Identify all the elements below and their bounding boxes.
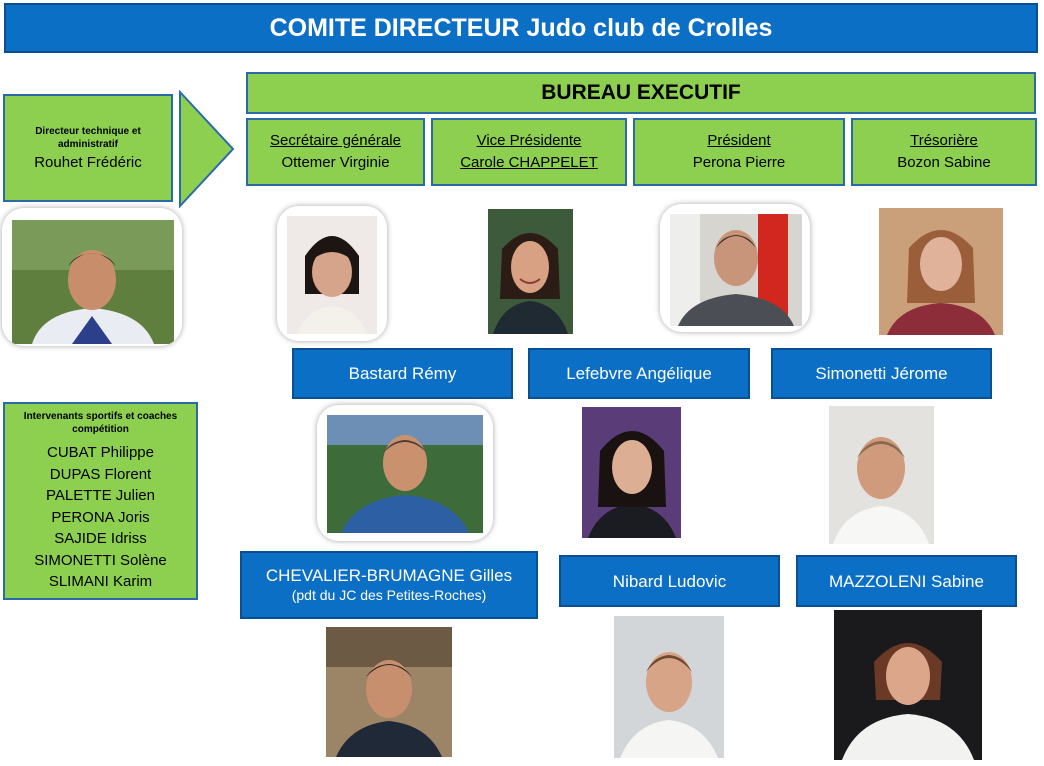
photo-bastard — [317, 405, 493, 541]
coaches-box: Intervenants sportifs et coaches compéti… — [3, 402, 198, 600]
member-label-nibard: Nibard Ludovic — [559, 555, 780, 607]
member-label-mazzoleni: MAZZOLENI Sabine — [796, 555, 1017, 607]
role-person-name: Bozon Sabine — [897, 154, 991, 171]
coach-name: SLIMANI Karim — [48, 573, 153, 590]
page-title: COMITE DIRECTEUR Judo club de Crolles — [4, 3, 1038, 53]
photo-president — [660, 204, 810, 332]
role-person-name: Perona Pierre — [692, 154, 786, 171]
bureau-executif-title: BUREAU EXECUTIF — [246, 72, 1036, 114]
photo-nibard — [614, 616, 724, 758]
director-box: Directeur technique et administratif Rou… — [3, 94, 173, 202]
coach-name: SAJIDE Idriss — [54, 530, 147, 547]
member-label-lefebvre: Lefebvre Angélique — [528, 348, 750, 399]
role-person-name: Carole CHAPPELET — [460, 154, 598, 171]
role-box-vice-presidente: Vice Présidente Carole CHAPPELET — [431, 118, 627, 186]
photo-simonetti — [829, 406, 934, 544]
member-label-chevalier: CHEVALIER-BRUMAGNE Gilles (pdt du JC des… — [240, 551, 538, 619]
role-label: Trésorière — [910, 132, 978, 149]
coach-name: PERONA Joris — [51, 508, 150, 526]
member-label-simonetti: Simonetti Jérome — [771, 348, 992, 399]
coach-name: CUBAT Philippe — [47, 444, 154, 461]
role-person-name: Ottemer Virginie — [281, 154, 390, 171]
photo-chevalier — [326, 627, 452, 757]
role-label: Secrétaire générale — [270, 132, 401, 149]
member-name: CHEVALIER-BRUMAGNE Gilles — [265, 566, 513, 585]
coach-name: SIMONETTI Solène — [34, 551, 167, 569]
photo-lefebvre — [582, 407, 681, 538]
arrow-right-icon — [179, 90, 235, 208]
role-box-president: Président Perona Pierre — [633, 118, 845, 186]
photo-secretaire — [277, 206, 387, 341]
member-note: (pdt du JC des Petites-Roches) — [291, 587, 487, 603]
director-name: Rouhet Frédéric — [34, 154, 142, 171]
photo-director — [2, 208, 182, 346]
coaches-title: Intervenants sportifs et coaches compéti… — [23, 411, 178, 435]
director-title: Directeur technique et administratif — [35, 126, 141, 150]
coach-name: DUPAS Florent — [49, 465, 152, 483]
photo-tresoriere — [879, 208, 1003, 335]
role-label: Président — [707, 132, 771, 149]
member-label-bastard: Bastard Rémy — [292, 348, 513, 399]
role-box-secretaire: Secrétaire générale Ottemer Virginie — [246, 118, 425, 186]
coach-name: PALETTE Julien — [46, 487, 155, 504]
photo-vice-presidente — [488, 209, 573, 334]
role-label: Vice Présidente — [476, 132, 582, 149]
photo-mazzoleni — [834, 610, 982, 760]
role-box-tresoriere: Trésorière Bozon Sabine — [851, 118, 1037, 186]
